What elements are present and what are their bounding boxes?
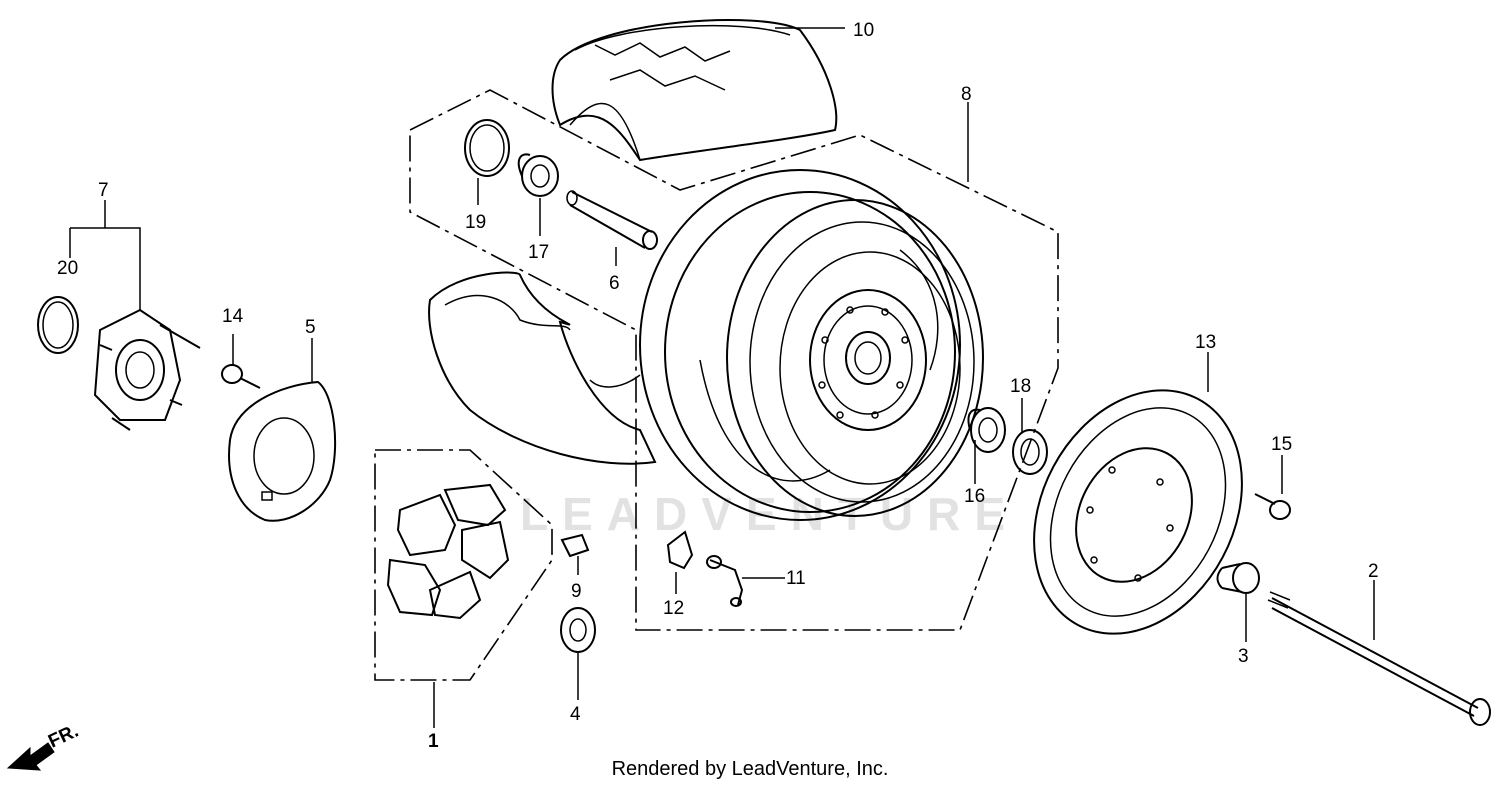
spacer-6-drawing <box>566 190 658 250</box>
front-direction-arrow-icon <box>6 742 55 771</box>
group-boundary-wheel <box>409 89 1059 631</box>
bearing-16-drawing <box>967 407 1006 453</box>
callout-label-part-2: 2 <box>1368 561 1379 582</box>
rendered-by-footer: Rendered by LeadVenture, Inc. <box>611 758 889 780</box>
washer-4-drawing <box>560 607 596 653</box>
snap-ring-19-drawing <box>464 119 510 177</box>
callout-label-part-4: 4 <box>570 704 581 725</box>
plate-5-drawing <box>228 380 337 522</box>
tire-lower-drawing <box>428 271 657 465</box>
callout-label-part-13: 13 <box>1195 332 1216 353</box>
tire-upper-drawing <box>551 19 838 162</box>
callout-label-part-7: 7 <box>98 180 109 201</box>
callout-label-part-18: 18 <box>1010 376 1031 397</box>
bolt-14-drawing <box>221 364 261 389</box>
callout-label-part-11: 11 <box>786 568 806 589</box>
callout-label-part-16: 16 <box>964 486 985 507</box>
clip-9-drawing <box>560 533 590 558</box>
callout-label-part-12: 12 <box>663 598 684 619</box>
callout-label-part-9: 9 <box>571 581 582 602</box>
valve-11-drawing <box>706 555 744 607</box>
hub-7-drawing <box>37 296 201 431</box>
bearing-17-drawing <box>517 153 559 197</box>
brake-disc-13-drawing <box>1033 389 1243 635</box>
callout-label-part-8: 8 <box>961 84 972 105</box>
callout-label-part-15: 15 <box>1271 434 1292 455</box>
wheel-8-drawing <box>639 169 984 521</box>
collar-3-drawing <box>1216 562 1260 594</box>
callout-label-part-20: 20 <box>57 258 78 279</box>
seal-18-drawing <box>1012 429 1048 475</box>
group-boundary-damper <box>374 449 553 681</box>
leader-lines <box>69 27 1375 728</box>
callout-label-part-19: 19 <box>465 212 486 233</box>
weight-12-drawing <box>666 530 694 570</box>
watermark-text: LEADVENTURE <box>520 488 1019 540</box>
callout-label-part-3: 3 <box>1238 646 1249 667</box>
axle-2-drawing <box>1267 591 1491 726</box>
callout-label-part-5: 5 <box>305 317 316 338</box>
callout-label-part-17: 17 <box>528 242 549 263</box>
bolt-15-drawing <box>1254 493 1291 520</box>
callout-label-part-10: 10 <box>853 20 874 41</box>
damper-1-drawing <box>386 483 510 620</box>
callout-label-part-1: 1 <box>428 731 439 752</box>
callout-label-part-6: 6 <box>609 273 620 294</box>
callout-label-part-14: 14 <box>222 306 244 327</box>
